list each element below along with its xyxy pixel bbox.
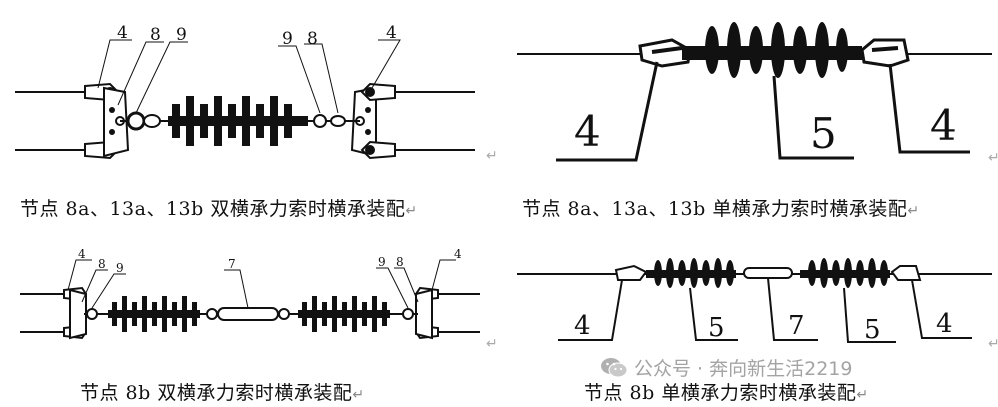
label-4-right: 4 [386, 23, 397, 43]
label-4-left: 4 [574, 311, 591, 341]
label-8-right: 8 [307, 29, 318, 49]
insulator-sheds [168, 96, 308, 146]
tension-rod [743, 267, 793, 279]
insulator-sheds [705, 22, 848, 78]
diagram-top-right: 4 5 4 [517, 22, 992, 162]
label-9-left: 9 [116, 261, 124, 275]
label-9-right: 9 [282, 29, 293, 49]
label-4-left: 4 [117, 23, 128, 43]
side-arrow-2: ↵ [988, 150, 998, 166]
right-clamp-top [360, 82, 396, 102]
label-7: 7 [788, 311, 805, 341]
diagram-bottom-left: 4 8 9 7 9 8 4 [20, 247, 480, 340]
label-4-right: 4 [930, 101, 957, 150]
right-clamp-bottom [360, 140, 396, 160]
caption-bottom-right: 节点 8b 单横承力索时横承装配↵ [584, 382, 869, 404]
insulator-right [298, 296, 390, 332]
diagram-bottom-right: 4 5 7 5 4 [517, 258, 992, 345]
tension-rod [206, 307, 290, 321]
label-5-right: 5 [864, 315, 881, 345]
label-5: 5 [810, 109, 837, 158]
label-8-right: 8 [396, 255, 404, 269]
label-7: 7 [228, 257, 236, 271]
watermark: 公众号 · 奔向新生活2219 [600, 354, 852, 381]
label-9-left: 9 [176, 25, 187, 45]
label-4-right: 4 [454, 247, 462, 261]
caption-top-left: 节点 8a、13a、13b 双横承力索时横承装配↵ [20, 198, 418, 220]
caption-bottom-left: 节点 8b 双横承力索时横承装配↵ [80, 382, 365, 404]
label-4-right: 4 [936, 309, 953, 339]
side-arrow-1: ↵ [486, 148, 498, 164]
watermark-text: 公众号 · 奔向新生活2219 [634, 358, 853, 380]
insulator-left [108, 296, 200, 332]
caption-top-right: 节点 8a、13a、13b 单横承力索时横承装配↵ [522, 198, 920, 220]
label-4-left: 4 [574, 107, 601, 156]
diagram-top-left: 4 8 9 9 8 4 [15, 23, 475, 160]
wechat-icon [601, 358, 628, 378]
insulator-left [646, 258, 736, 288]
label-5-left: 5 [708, 313, 725, 343]
side-arrow-4: ↵ [988, 336, 998, 352]
insulator-right [800, 258, 890, 288]
side-arrow-3: ↵ [486, 336, 498, 352]
label-9-right: 9 [378, 255, 386, 269]
label-8-left: 8 [98, 257, 106, 271]
label-8-left: 8 [150, 25, 161, 45]
label-4-left: 4 [78, 247, 86, 261]
